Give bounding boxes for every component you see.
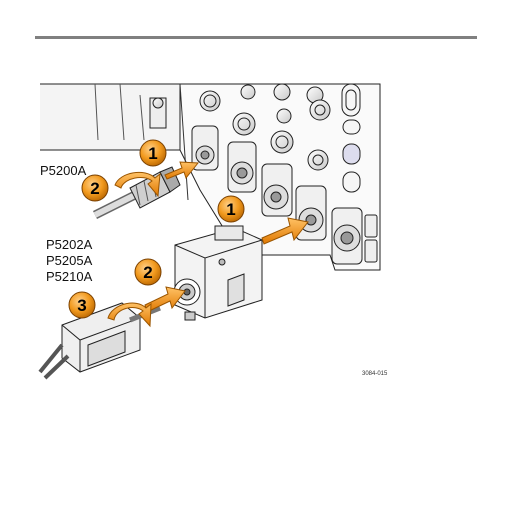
callout-bottom-3: 3 [69, 292, 95, 318]
probe-adapter [174, 226, 262, 320]
probe-model-p5210a: P5210A [46, 269, 92, 284]
figure-id: 3084-015 [362, 371, 387, 377]
callout-bottom-2: 2 [135, 259, 161, 285]
callout-top-1-label: 1 [148, 144, 157, 163]
probe-model-p5205a: P5205A [46, 253, 92, 268]
callout-bottom-1-label: 1 [226, 200, 235, 219]
probe-model-p5200a: P5200A [40, 163, 86, 178]
probe-model-p5202a: P5202A [46, 237, 92, 252]
callout-top-1: 1 [140, 140, 166, 166]
callout-bottom-3-label: 3 [77, 296, 86, 315]
callout-top-2-label: 2 [90, 179, 99, 198]
callout-bottom-2-label: 2 [143, 263, 152, 282]
callout-bottom-1: 1 [218, 196, 244, 222]
callout-top-2: 2 [82, 175, 108, 201]
